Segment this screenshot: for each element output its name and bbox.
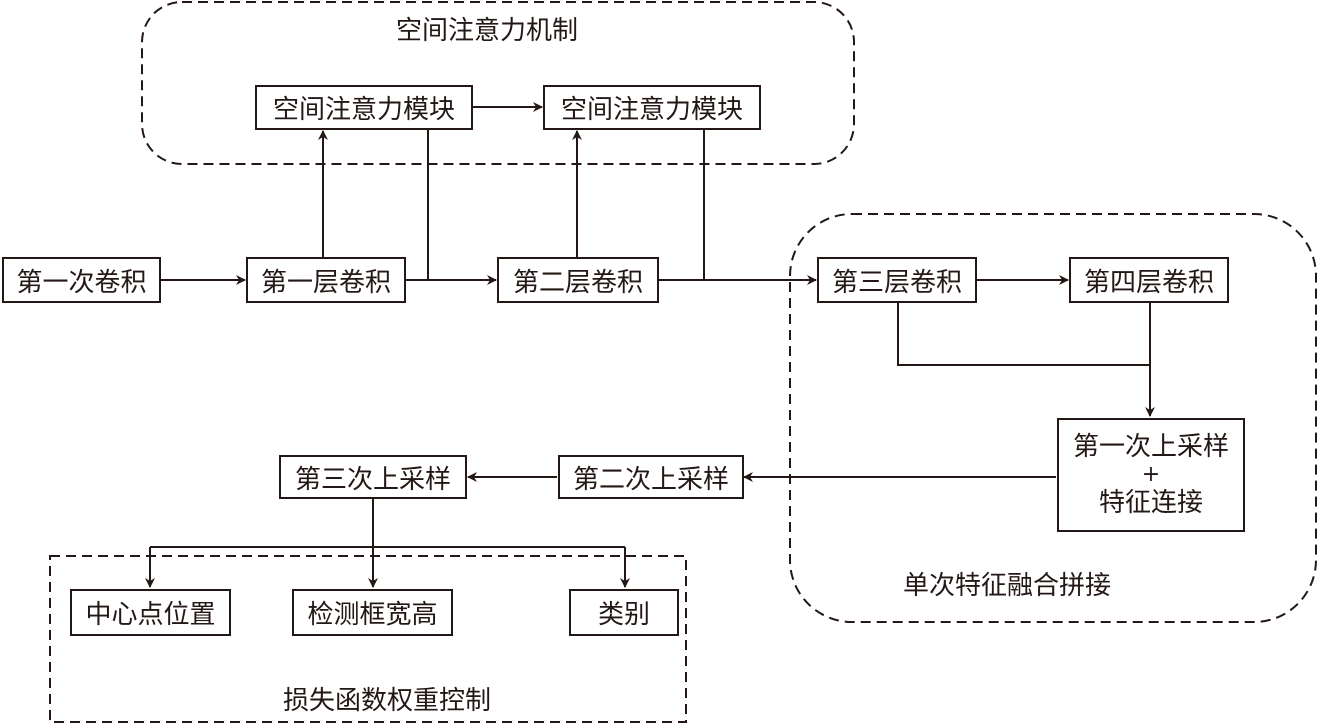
feature-fusion-group-label: 单次特征融合拼接: [903, 571, 1112, 601]
layer2-conv-box: 第二层卷积: [497, 257, 659, 303]
attention-module-1: 空间注意力模块: [255, 85, 473, 130]
layer3-conv-box: 第三层卷积: [817, 257, 977, 303]
loss-weight-group: [49, 555, 687, 723]
first-conv-box: 第一次卷积: [2, 257, 161, 303]
feature-fusion-group: [789, 213, 1317, 623]
second-upsample-box: 第二次上采样: [558, 455, 744, 499]
layer1-conv-box: 第一层卷积: [246, 257, 406, 303]
attention-module-2: 空间注意力模块: [543, 85, 761, 130]
bbox-size-box: 检测框宽高: [292, 589, 453, 636]
spatial-attention-group: [141, 1, 855, 165]
spatial-attention-group-label: 空间注意力机制: [396, 16, 579, 46]
line-layer3-to-merge: [897, 302, 1150, 366]
first-upsample-label: 第一次上采样: [1072, 432, 1229, 462]
category-box: 类别: [569, 589, 679, 636]
loss-weight-group-label: 损失函数权重控制: [283, 686, 492, 716]
first-upsample-box: 第一次上采样 + 特征连接: [1057, 418, 1245, 532]
plus-sign: +: [1141, 462, 1161, 487]
layer4-conv-box: 第四层卷积: [1069, 257, 1229, 303]
third-upsample-box: 第三次上采样: [279, 455, 467, 499]
feature-concat-label: 特征连接: [1098, 488, 1203, 518]
center-point-box: 中心点位置: [70, 589, 231, 636]
